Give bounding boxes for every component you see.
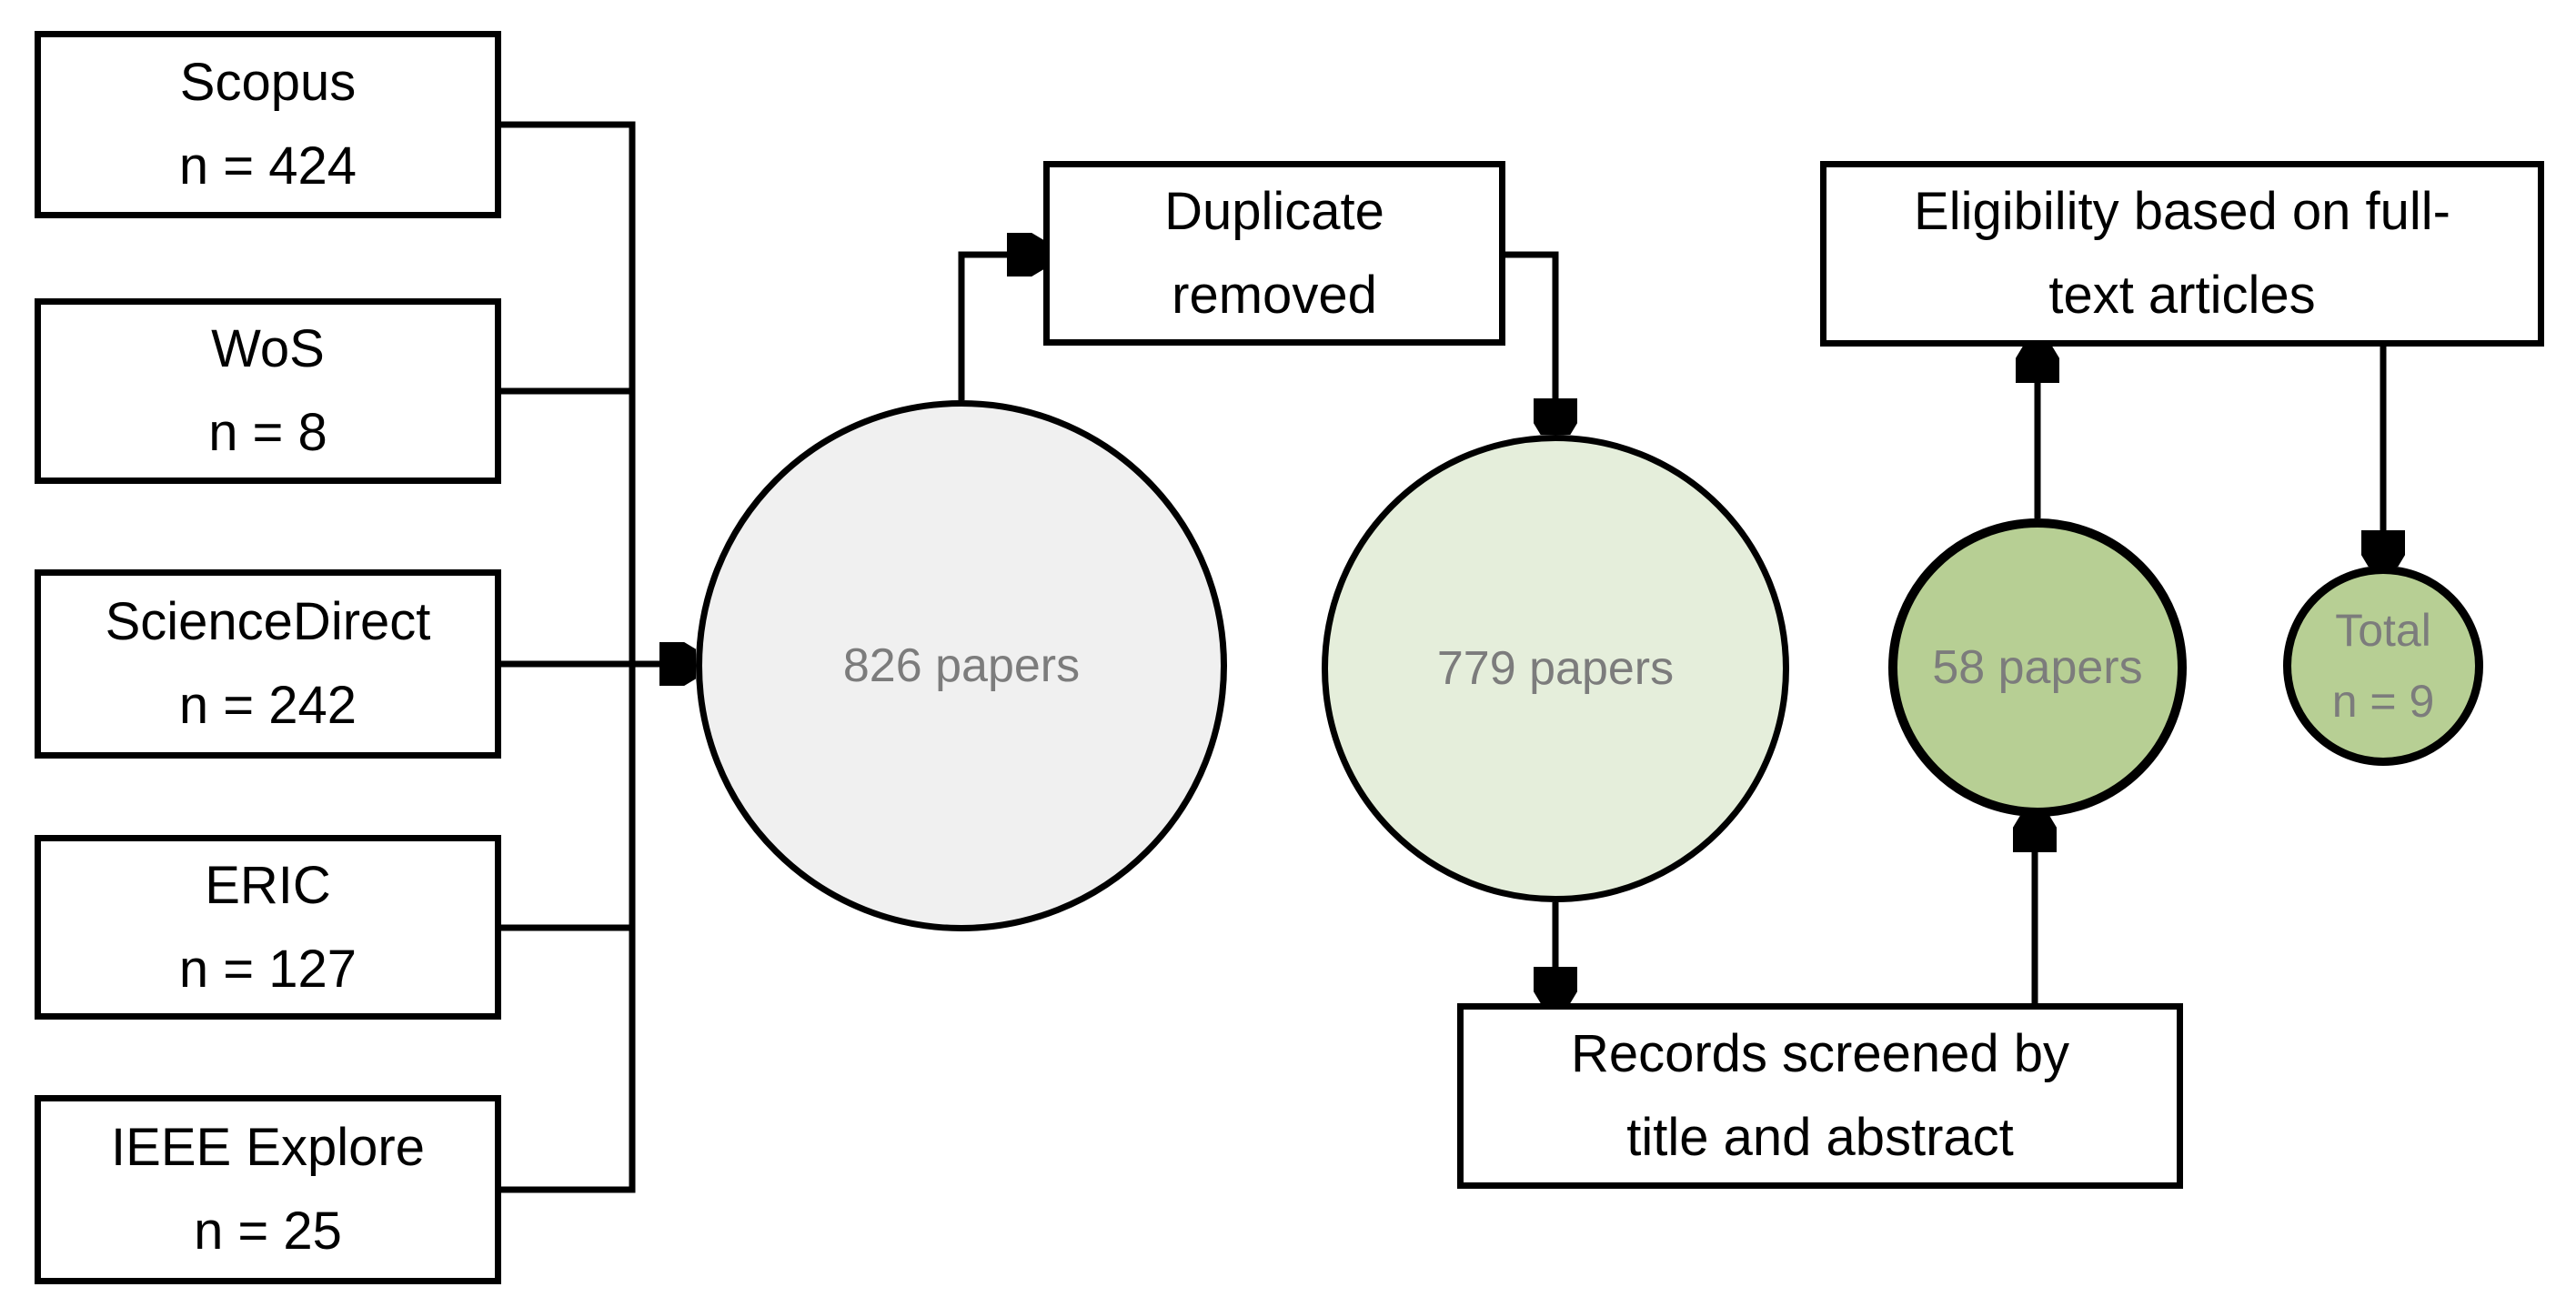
deduplicated-circle: 779 papers — [1322, 435, 1789, 902]
pool-circle-label: 826 papers — [842, 639, 1081, 692]
source-count: n = 424 — [178, 136, 357, 196]
source-box-ieee-explore: IEEE Explore n = 25 — [35, 1095, 501, 1284]
records-screened-label: Records screened by title and abstract — [1570, 1024, 2070, 1167]
total-circle-title: Total — [2335, 605, 2431, 656]
source-name: ERIC — [205, 855, 331, 915]
source-box-scopus: Scopus n = 424 — [35, 31, 501, 218]
source-name: Scopus — [179, 53, 357, 112]
source-name: WoS — [211, 319, 325, 378]
source-name: IEEE Explore — [111, 1118, 425, 1177]
total-circle-count: n = 9 — [2331, 676, 2435, 727]
pool-circle: 826 papers — [696, 400, 1227, 931]
eligibility-box: Eligibility based on full-text articles — [1820, 161, 2544, 347]
source-box-wos: WoS n = 8 — [35, 298, 501, 484]
source-count: n = 8 — [208, 403, 327, 462]
duplicate-removed-box: Duplicate removed — [1043, 161, 1505, 346]
source-count: n = 242 — [178, 676, 357, 735]
source-count: n = 127 — [178, 939, 357, 999]
arrow-duplicate-to-dedup — [1505, 251, 1555, 435]
duplicate-removed-label: Duplicate removed — [1164, 181, 1384, 325]
source-box-sciencedirect: ScienceDirect n = 242 — [35, 569, 501, 759]
screened-circle: 58 papers — [1888, 518, 2187, 817]
total-circle: Total n = 9 — [2283, 566, 2483, 766]
source-count: n = 25 — [194, 1201, 342, 1261]
eligibility-label: Eligibility based on full-text articles — [1914, 182, 2450, 325]
source-name: ScienceDirect — [105, 592, 431, 651]
arrow-pool-to-duplicate — [958, 255, 1043, 400]
screened-circle-label: 58 papers — [1932, 641, 2143, 694]
records-screened-box: Records screened by title and abstract — [1457, 1003, 2183, 1189]
deduplicated-circle-label: 779 papers — [1436, 642, 1675, 695]
source-box-eric: ERIC n = 127 — [35, 835, 501, 1020]
